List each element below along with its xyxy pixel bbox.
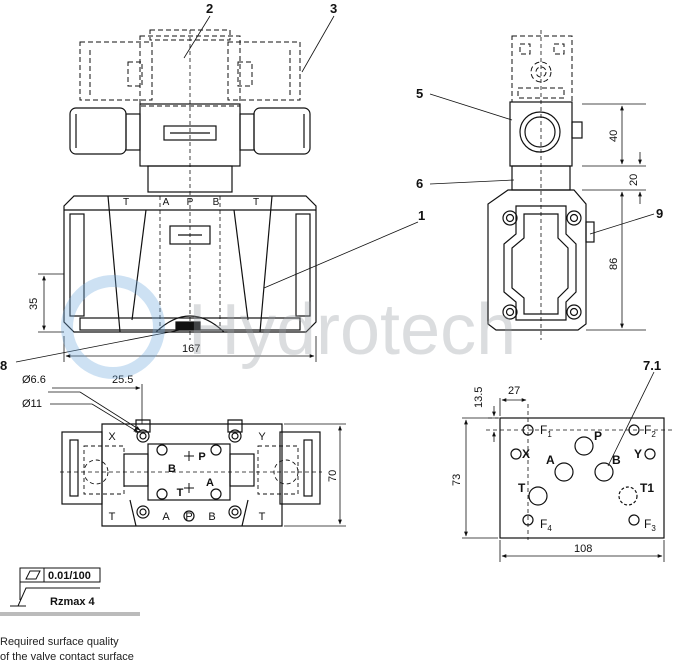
svg-text:2: 2 <box>206 1 213 16</box>
dim-hole-small: Ø6.6 <box>22 374 46 386</box>
flatness-value: 0.01/100 <box>48 570 91 582</box>
svg-text:B: B <box>208 511 215 523</box>
svg-text:T: T <box>177 487 184 499</box>
svg-text:F1: F1 <box>540 423 552 439</box>
side-view <box>487 30 595 340</box>
bottom-view <box>60 419 322 527</box>
surface-note-line-1: Required surface quality <box>0 636 119 648</box>
interface-view <box>486 404 672 540</box>
svg-text:5: 5 <box>416 86 423 101</box>
svg-text:7.1: 7.1 <box>643 358 661 373</box>
dim-side-86: 86 <box>608 258 620 270</box>
dim-side-20: 20 <box>628 174 640 186</box>
svg-text:P: P <box>198 451 205 463</box>
svg-text:P: P <box>185 511 192 523</box>
svg-text:T: T <box>109 511 116 523</box>
svg-text:F2: F2 <box>644 423 656 439</box>
side-dimensions <box>582 103 646 331</box>
dim-iface-13: 13.5 <box>473 387 485 408</box>
svg-text:3: 3 <box>330 1 337 16</box>
dim-side-40: 40 <box>608 130 620 142</box>
svg-text:1: 1 <box>418 208 425 223</box>
dim-offset: 25.5 <box>112 374 133 386</box>
svg-text:9: 9 <box>656 206 663 221</box>
dim-iface-73: 73 <box>451 474 463 486</box>
svg-text:T: T <box>123 197 129 208</box>
svg-text:X: X <box>108 431 116 443</box>
svg-text:B: B <box>612 453 621 467</box>
dim-iface-108: 108 <box>574 543 592 555</box>
svg-text:A: A <box>546 453 555 467</box>
svg-text:T: T <box>253 197 259 208</box>
svg-text:T: T <box>518 481 526 495</box>
svg-text:8: 8 <box>0 358 7 373</box>
svg-text:6: 6 <box>416 176 423 191</box>
roughness-value: Rzmax 4 <box>50 596 96 608</box>
svg-text:T1: T1 <box>640 481 654 495</box>
bottom-cross-marks <box>184 451 194 493</box>
svg-text:F4: F4 <box>540 517 552 533</box>
dim-iface-27: 27 <box>508 385 520 397</box>
svg-text:A: A <box>206 477 214 489</box>
svg-text:Y: Y <box>634 447 642 461</box>
svg-text:B: B <box>213 197 220 208</box>
bottom-port-labels: X Y T A P B T B P T A <box>108 431 266 523</box>
main-valve-front-view <box>63 29 317 340</box>
interface-port-labels: F1 F2 F3 F4 P X A B Y T T1 <box>518 423 656 533</box>
svg-text:X: X <box>522 447 530 461</box>
interface-dimensions <box>462 398 665 562</box>
main-dimensions <box>38 273 317 362</box>
svg-text:P: P <box>594 429 602 443</box>
svg-text:T: T <box>259 511 266 523</box>
svg-text:B: B <box>168 463 176 475</box>
svg-text:A: A <box>163 197 170 208</box>
dim-main-width: 167 <box>182 343 200 355</box>
callout-labels: 2 3 5 6 1 8 9 7.1 <box>0 1 663 373</box>
svg-text:Y: Y <box>258 431 266 443</box>
svg-text:P: P <box>187 197 194 208</box>
surface-quality-symbol <box>0 567 140 616</box>
dim-main-height: 35 <box>28 298 40 310</box>
main-port-labels: T A P B T <box>123 197 259 208</box>
dim-hole-big: Ø11 <box>22 398 42 410</box>
surface-note-line-2: of the valve contact surface <box>0 651 134 663</box>
bottom-dimensions <box>48 384 346 527</box>
dim-bottom-height: 70 <box>327 470 339 482</box>
leader-lines <box>15 15 655 467</box>
svg-text:F3: F3 <box>644 517 656 533</box>
svg-text:A: A <box>162 511 170 523</box>
